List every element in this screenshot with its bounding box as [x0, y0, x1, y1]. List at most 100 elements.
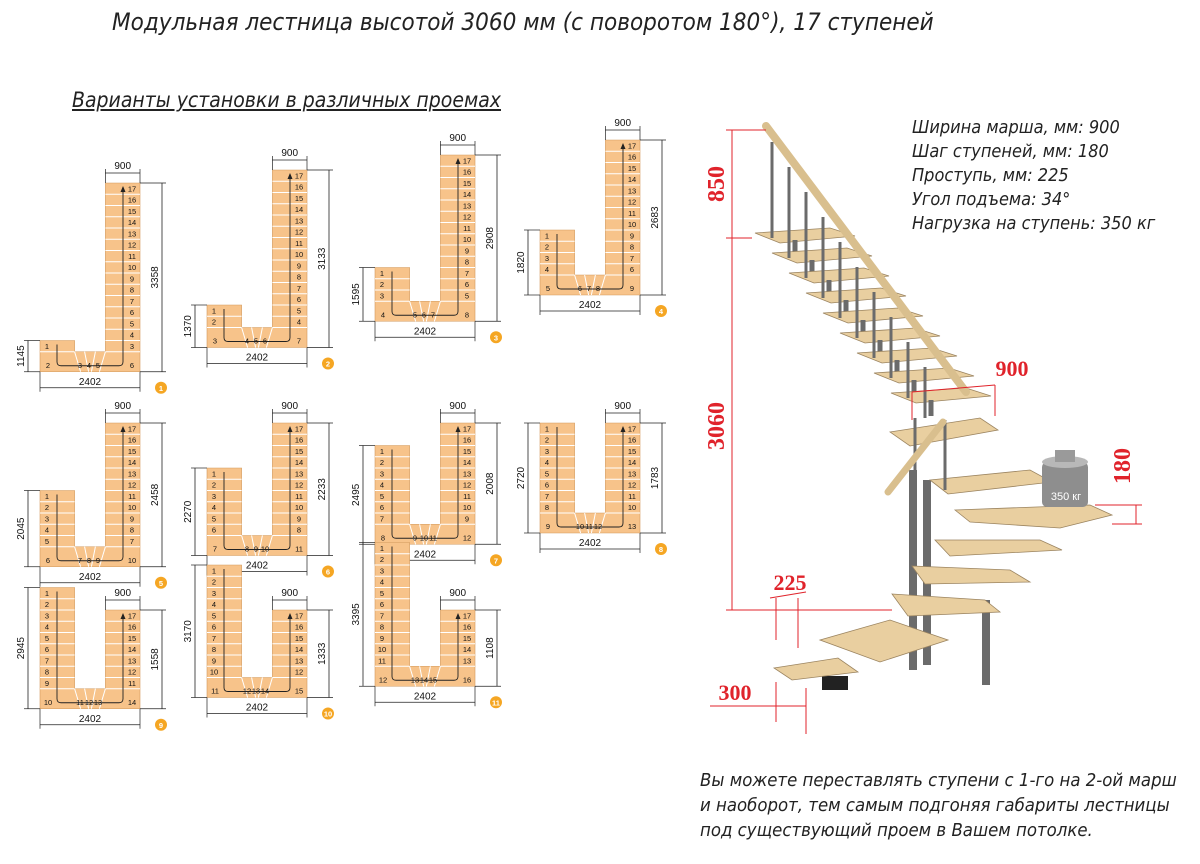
- step-number: 16: [463, 675, 471, 684]
- variant-badge: [322, 707, 334, 720]
- step-number: 3: [380, 291, 384, 300]
- step-number: 8: [212, 645, 216, 654]
- winder-line: [98, 351, 106, 372]
- step-number: 15: [128, 447, 136, 456]
- winder-line: [241, 677, 249, 698]
- walk-line: [391, 546, 459, 681]
- step-number: 8: [45, 668, 49, 677]
- left-dim: 1145: [16, 345, 27, 367]
- step-number: 8: [465, 310, 469, 319]
- variant-number: 10: [324, 710, 332, 719]
- opening-dim: 900: [449, 401, 466, 412]
- walk-arrow: [620, 143, 626, 149]
- step-number: 16: [463, 436, 471, 445]
- step-number: 10: [463, 503, 471, 512]
- step-number: 13: [128, 229, 136, 238]
- step-number: 12: [128, 481, 136, 490]
- variant-number: 1: [159, 384, 163, 393]
- step-number: 9: [130, 274, 134, 283]
- step-number: 14: [463, 458, 471, 467]
- winder-line: [574, 274, 582, 296]
- step-number: 11: [128, 679, 136, 688]
- winder-line: [419, 301, 425, 322]
- step-number: 12: [463, 533, 471, 542]
- step-number: 11: [463, 224, 471, 233]
- step-number: 8: [245, 545, 249, 554]
- note-text: Вы можете переставлять ступени с 1-го на…: [700, 768, 1177, 843]
- opening-dim: 900: [114, 401, 131, 412]
- step-number: 2: [45, 503, 49, 512]
- step-number: 5: [380, 589, 384, 598]
- step-number: 13: [463, 656, 471, 665]
- right-dim: 1558: [150, 648, 161, 671]
- opening-dim: 900: [281, 148, 298, 159]
- winder-line: [574, 512, 582, 534]
- step-number: 7: [630, 254, 634, 263]
- step-number: 10: [576, 522, 584, 531]
- winder-line: [74, 688, 82, 709]
- tread: [890, 387, 992, 404]
- step-number: 2: [212, 481, 216, 490]
- tread: [891, 593, 1002, 617]
- left-dim: 1595: [351, 283, 362, 306]
- walk-arrow: [287, 426, 293, 432]
- step-number: 12: [463, 213, 471, 222]
- step-number: 10: [295, 503, 303, 512]
- step-number: 3: [45, 611, 49, 620]
- width-dim: 2402: [579, 300, 602, 311]
- step-number: 7: [545, 492, 549, 501]
- variant-number: 5: [159, 579, 163, 588]
- step-number: 17: [628, 141, 636, 150]
- step-number: 7: [45, 656, 49, 665]
- step-number: 6: [45, 645, 49, 654]
- step-number: 5: [380, 492, 384, 501]
- step-number: 17: [128, 184, 136, 193]
- step-number: 14: [295, 458, 303, 467]
- step-number: 5: [254, 337, 258, 346]
- step-number: 8: [630, 243, 634, 252]
- step-number: 1: [212, 566, 216, 575]
- winder-tread: [818, 619, 950, 663]
- step-number: 13: [295, 469, 303, 478]
- step-number: 16: [295, 436, 303, 445]
- step-number: 10: [44, 698, 52, 707]
- step-number: 16: [628, 153, 636, 162]
- step-number: 2: [46, 361, 50, 370]
- spec-load: Нагрузка на ступень: 350 кг: [912, 213, 1156, 234]
- step-number: 1: [212, 469, 216, 478]
- left-dim: 2270: [183, 500, 194, 523]
- step-number: 12: [85, 698, 93, 707]
- opening-dim: 900: [114, 161, 131, 172]
- walk-arrow: [455, 158, 461, 164]
- step-number: 9: [465, 514, 469, 523]
- note-line-3: под существующий проем в Вашем потолке.: [700, 820, 1093, 841]
- opening-dim: 900: [281, 588, 298, 599]
- step-number: 15: [628, 447, 636, 456]
- spec-tread: Проступь, мм: 225: [912, 165, 1069, 186]
- step-number: 6: [578, 284, 582, 293]
- variant-badge: [155, 381, 167, 394]
- step-number: 4: [212, 503, 216, 512]
- step-number: 15: [128, 207, 136, 216]
- variant-badge: [155, 718, 167, 731]
- step-number: 17: [463, 156, 471, 165]
- step-number: 17: [295, 424, 303, 433]
- step-number: 11: [463, 492, 471, 501]
- dim-width: 900: [996, 356, 1029, 381]
- opening-dim: 900: [114, 588, 131, 599]
- step-number: 12: [463, 481, 471, 490]
- step-number: 1: [545, 231, 549, 240]
- step-number: 3: [545, 447, 549, 456]
- winder-line: [241, 535, 249, 556]
- right-dim: 1783: [650, 466, 661, 489]
- step-number: 2: [380, 555, 384, 564]
- step-number: 15: [295, 194, 303, 203]
- variant-badge: [490, 331, 502, 344]
- dim-bottom: 300: [719, 680, 752, 705]
- width-dim: 2402: [414, 326, 437, 337]
- step-number: 3: [380, 469, 384, 478]
- step-number: 13: [295, 216, 303, 225]
- step-number: 10: [128, 556, 136, 565]
